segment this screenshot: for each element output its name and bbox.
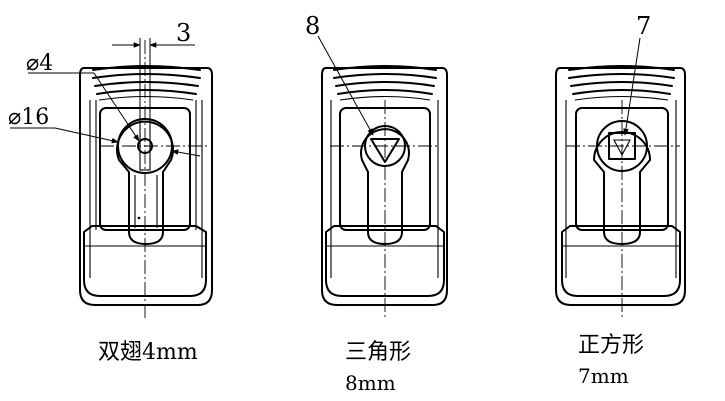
caption-square: 正方形 <box>578 333 644 358</box>
size-square: 7mm <box>578 364 629 388</box>
caption-triangle: 三角形 <box>345 340 411 365</box>
size-triangle: 8mm <box>345 371 396 395</box>
dim-slot-width-label: 3 <box>176 19 191 47</box>
dim-outer-dia-label: ⌀16 <box>8 105 49 130</box>
dim-square-label: 7 <box>636 12 651 40</box>
dim-bore-dia-label: ⌀4 <box>26 51 53 76</box>
lock-body-double-wing <box>10 38 213 318</box>
lock-body-triangle <box>317 35 448 318</box>
lock-body-square <box>555 37 686 318</box>
caption-double-wing: 双翅4mm <box>98 340 198 365</box>
dim-triangle-label: 8 <box>305 12 320 40</box>
